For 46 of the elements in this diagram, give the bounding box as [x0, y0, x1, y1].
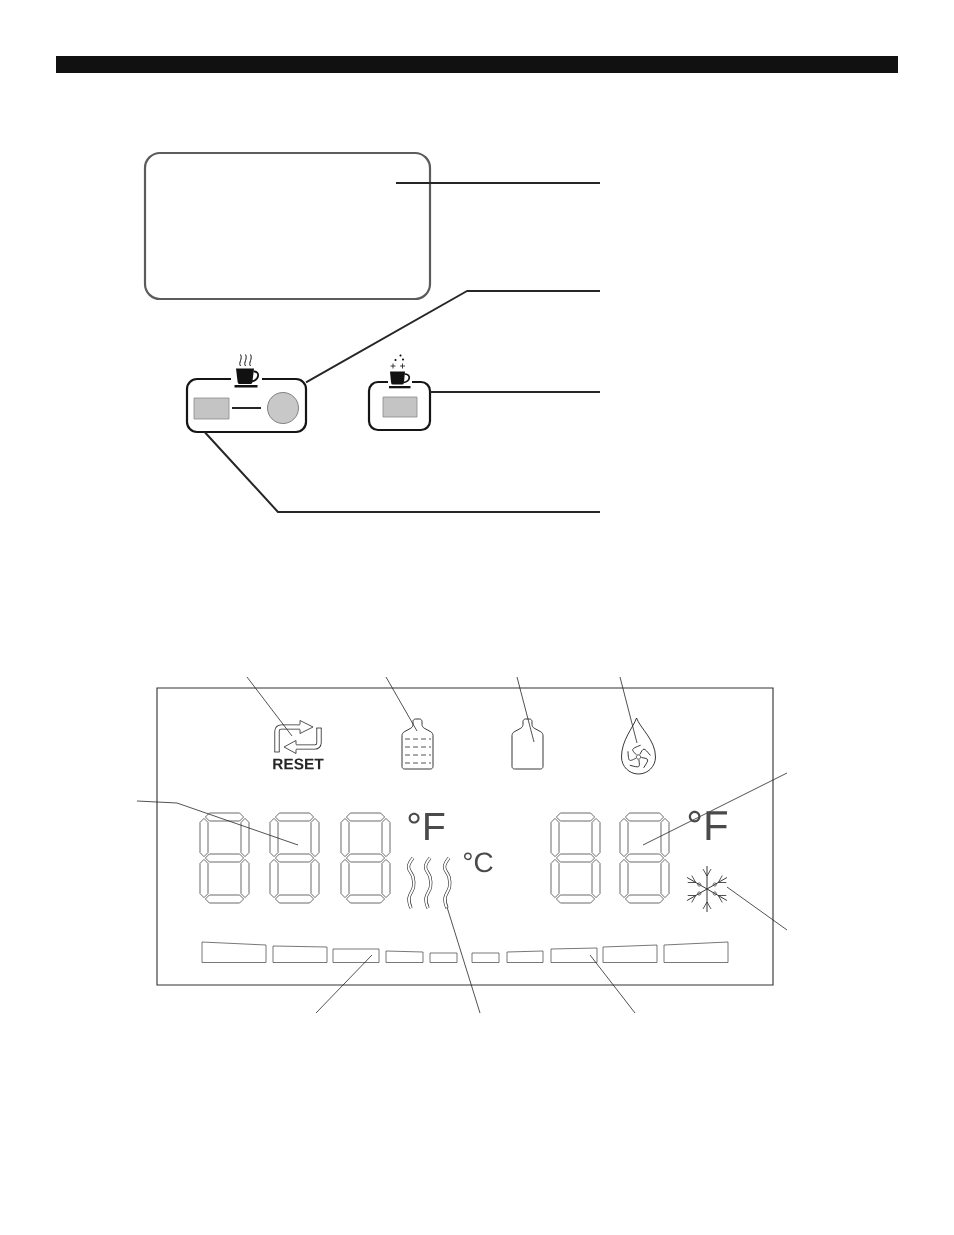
- fan-drop-icon: [621, 717, 656, 775]
- level-bar: [332, 948, 380, 963]
- snowflake-icon: [686, 865, 728, 913]
- full-bottle-icon: [401, 718, 434, 770]
- level-bar: [663, 941, 729, 963]
- level-bar: [506, 950, 544, 963]
- leader-line: [516, 676, 535, 743]
- leader-line: [136, 800, 299, 846]
- unit-label: °C: [463, 852, 493, 873]
- seven-segment-digit: [340, 812, 391, 904]
- seven-segment-digit: [619, 812, 670, 904]
- seven-segment-digit: [550, 812, 601, 904]
- unit-label: °F: [688, 810, 727, 840]
- leader-line: [203, 431, 601, 513]
- leader-line: [246, 676, 293, 737]
- seven-segment-digit: [269, 812, 320, 904]
- leader-line: [726, 886, 788, 931]
- leader-line: [429, 391, 601, 393]
- round-button: [267, 392, 299, 424]
- leader-line: [315, 954, 373, 1014]
- level-bar: [602, 944, 658, 963]
- unit-label: °F: [408, 812, 445, 840]
- leader-line: [589, 954, 636, 1014]
- indicator-light: [193, 397, 230, 420]
- leader-line: [385, 676, 418, 732]
- leader-line: [305, 290, 601, 384]
- heat-waves-icon: [406, 857, 452, 909]
- leader-line: [619, 676, 638, 744]
- button-panel: [185, 377, 308, 434]
- lcd-screen-frame: [156, 687, 774, 986]
- display-window: [143, 151, 432, 301]
- level-bar: [201, 941, 267, 963]
- leader-line: [642, 772, 788, 846]
- level-bar: [429, 952, 458, 963]
- icon-label: RESET: [273, 758, 324, 770]
- leader-line: [395, 182, 601, 184]
- level-bar: [550, 947, 598, 963]
- level-bar: [471, 952, 500, 963]
- empty-bottle-icon: [511, 718, 544, 770]
- level-bar: [272, 945, 328, 963]
- button-panel: [367, 380, 432, 432]
- seven-segment-digit: [199, 812, 250, 904]
- connector-line: [231, 407, 262, 409]
- indicator-light: [382, 396, 418, 418]
- leader-line: [446, 906, 481, 1014]
- level-bar: [385, 950, 424, 963]
